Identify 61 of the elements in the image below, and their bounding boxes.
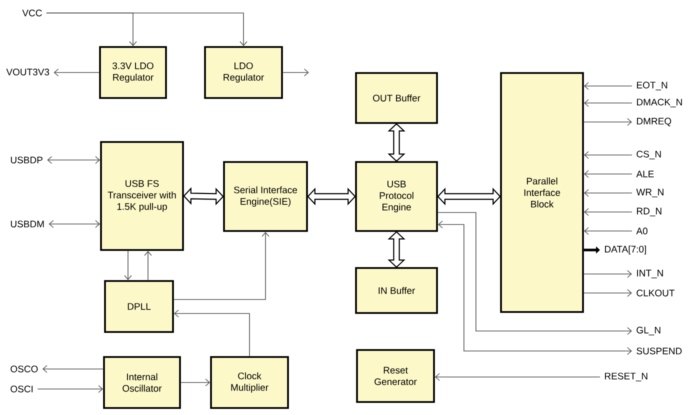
signal-label: DATA[7:0] <box>605 246 646 254</box>
arrow <box>584 270 632 278</box>
signal-label: ALE <box>636 170 654 178</box>
block-box: Parallel Interface Block <box>500 72 584 313</box>
arrow <box>180 378 210 386</box>
arrow <box>174 310 250 356</box>
signal-label: OSCI <box>10 386 33 392</box>
arrow <box>46 12 248 46</box>
signal-label: A0 <box>636 228 648 234</box>
arrow <box>438 220 632 355</box>
signal-label: CS_N <box>636 150 661 160</box>
arrow <box>584 151 632 159</box>
block-box: Serial Interface Engine(SIE) <box>223 161 308 232</box>
signal-label: INT_N <box>637 270 663 278</box>
signal-label: WR_N <box>636 188 664 198</box>
block-box: LDO Regulator <box>204 46 283 99</box>
block-box: DPLL <box>104 280 174 333</box>
bus-arrow <box>437 188 501 206</box>
signal-label: SUSPEND <box>636 348 682 354</box>
arrow <box>584 289 632 297</box>
signal-label: USBDM <box>10 220 44 228</box>
arrow <box>54 68 100 76</box>
signal-label: VCC <box>22 10 42 16</box>
arrow <box>48 220 100 228</box>
arrow <box>124 250 132 280</box>
arrow <box>584 208 632 216</box>
bus-arrow <box>388 123 406 162</box>
arrow <box>438 212 632 335</box>
block-box: IN Buffer <box>355 267 438 314</box>
block-box: OUT Buffer <box>355 72 438 124</box>
arrow <box>584 227 632 235</box>
block-box: USB Protocol Engine <box>355 161 438 232</box>
block-box: USB FS Transceiver with 1.5K pull-up <box>100 141 184 251</box>
arrow <box>47 156 100 164</box>
signal-label: DMACK_N <box>637 98 682 108</box>
block-box: Reset Generator <box>356 349 435 403</box>
signal-label: RD_N <box>637 208 662 216</box>
arrow <box>144 250 152 280</box>
arrow <box>37 385 104 393</box>
arrow <box>42 365 104 373</box>
block-box: Internal Oscillator <box>103 356 181 409</box>
signal-label: GL_N <box>636 326 660 336</box>
arrow <box>584 118 632 126</box>
arrow <box>584 170 632 178</box>
bus-arrow <box>388 231 406 268</box>
arrow <box>174 232 270 300</box>
block-box: 3.3V LDO Regulator <box>99 46 167 99</box>
signal-label: EOT_N <box>637 82 668 90</box>
arrow <box>584 99 632 107</box>
signal-label: RESET_N <box>605 372 648 382</box>
signal-label: CLKOUT <box>636 290 675 296</box>
bus-arrow <box>307 188 356 206</box>
signal-label: DMREQ <box>637 118 672 126</box>
arrow <box>584 189 632 197</box>
signal-label: VOUT3V3 <box>6 68 50 76</box>
arrow <box>584 82 632 90</box>
arrow <box>434 373 600 381</box>
block-box: Clock Multiplier <box>210 356 289 409</box>
arrow <box>282 68 309 76</box>
signal-label: USBDP <box>10 156 42 164</box>
signal-label: OSCO <box>10 366 38 372</box>
